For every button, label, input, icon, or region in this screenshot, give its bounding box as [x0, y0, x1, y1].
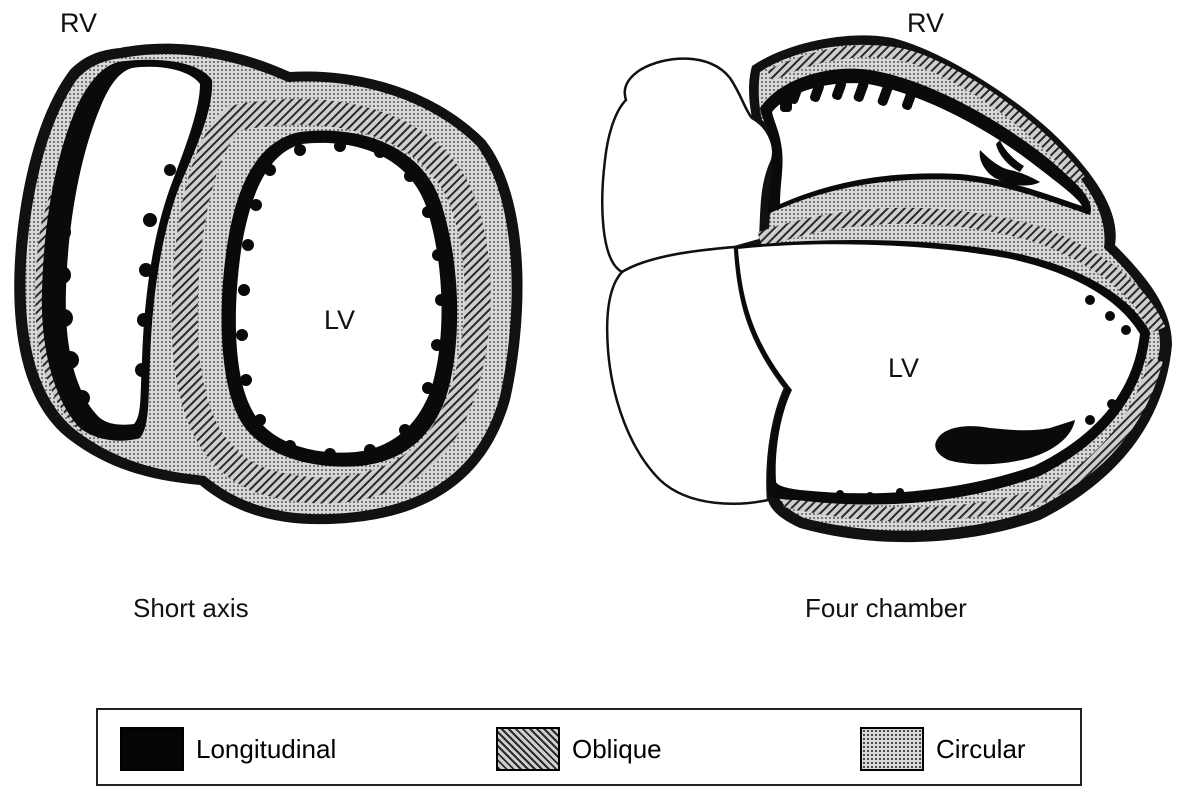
- four-chamber-lv-label: LV: [888, 353, 919, 384]
- short-axis-view: [14, 44, 522, 525]
- legend-item-oblique: Oblique: [496, 727, 662, 771]
- four-chamber-right-atrium: [602, 59, 773, 272]
- short-axis-lv-label: LV: [324, 305, 355, 336]
- four-chamber-caption: Four chamber: [805, 593, 967, 624]
- short-axis-caption: Short axis: [133, 593, 249, 624]
- four-chamber-view: [602, 35, 1172, 542]
- longitudinal-swatch: [120, 727, 184, 771]
- legend-label-circular: Circular: [936, 734, 1026, 765]
- legend-label-longitudinal: Longitudinal: [196, 734, 336, 765]
- legend-item-circular: Circular: [860, 727, 1026, 771]
- circular-swatch: [860, 727, 924, 771]
- short-axis-lv-cavity: [236, 143, 442, 453]
- short-axis-rv-label: RV: [60, 8, 97, 39]
- oblique-swatch: [496, 727, 560, 771]
- legend-box: Longitudinal Oblique Circular: [96, 708, 1082, 786]
- four-chamber-rv-label: RV: [907, 8, 944, 39]
- legend-item-longitudinal: Longitudinal: [120, 727, 336, 771]
- legend-label-oblique: Oblique: [572, 734, 662, 765]
